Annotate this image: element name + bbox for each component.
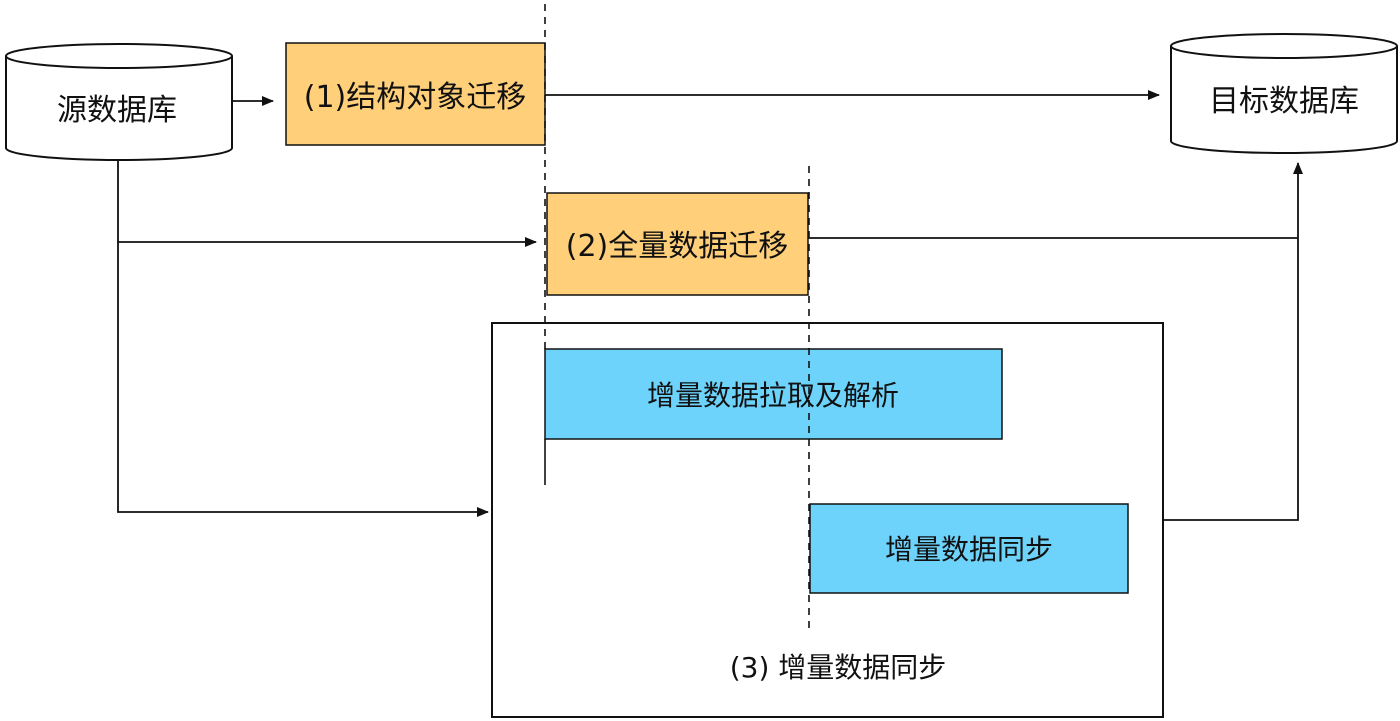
step1-structure-migration-box bbox=[285, 42, 546, 146]
arrow-source-to-incremental bbox=[117, 242, 489, 517]
arrow-source-to-step2 bbox=[117, 160, 537, 247]
incremental-pull-parse-label: 增量数据拉取及解析 bbox=[647, 379, 899, 412]
step1-label: (1)结构对象迁移 bbox=[304, 80, 527, 115]
incremental-sync-box bbox=[809, 503, 1129, 594]
source-database-label: 源数据库 bbox=[57, 93, 177, 128]
incremental-pull-parse-box bbox=[544, 348, 1003, 440]
step2-label: (2)全量数据迁移 bbox=[566, 229, 789, 264]
step3-label: (3) 增量数据同步 bbox=[730, 651, 947, 684]
target-database: 目标数据库 bbox=[1170, 33, 1398, 154]
source-database: 源数据库 bbox=[5, 43, 233, 161]
arrow-incremental-to-target bbox=[1163, 162, 1303, 521]
incremental-sync-label: 增量数据同步 bbox=[885, 533, 1053, 566]
target-database-label: 目标数据库 bbox=[1209, 84, 1359, 119]
step2-full-data-migration-box bbox=[546, 192, 809, 296]
